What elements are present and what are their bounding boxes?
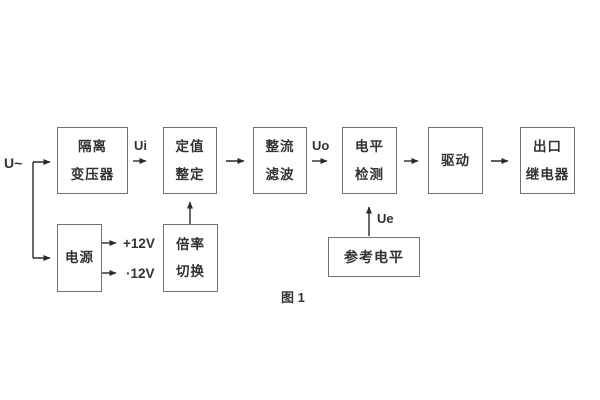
block-label-line: 变压器 [70,166,115,182]
block-label-line: 切换 [176,264,205,279]
block-label-line: 定值 [175,139,205,154]
block-label-line: 电源 [65,250,94,266]
block-label-line: 滤波 [265,166,295,182]
block-label-line: 出口 [533,139,562,154]
block-output-relay: 出口 继电器 [520,127,575,194]
signal-label-input-voltage: U~ [4,155,23,171]
signal-label-ue: Ue [377,211,394,226]
signal-label-plus-12v: +12V [123,236,155,251]
block-label-line: 参考电平 [344,249,404,265]
block-label-line: 整定 [175,166,205,182]
block-drive: 驱动 [428,127,483,194]
block-label-line: 电平 [355,139,384,154]
block-label-line: 继电器 [525,166,570,182]
block-rectifier-filter: 整流 滤波 [253,127,307,194]
signal-label-ui: Ui [134,138,147,153]
block-level-detection: 电平 检测 [342,127,397,194]
block-reference-level: 参考电平 [328,237,420,277]
block-isolation-transformer: 隔离 变压器 [57,127,128,194]
block-label-line: 倍率 [176,236,205,252]
block-value-setting: 定值 整定 [163,127,217,194]
block-label-line: 检测 [355,166,384,182]
figure-caption: 图 1 [281,290,305,305]
block-label-line: 驱动 [441,152,470,168]
block-label-line: 整流 [265,139,295,154]
signal-label-minus-12v: ·12V [126,266,155,281]
signal-label-uo: Uo [312,138,330,153]
block-ratio-switch: 倍率 切换 [163,224,218,292]
block-power-supply: 电源 [57,224,102,292]
block-label-line: 隔离 [78,139,107,154]
